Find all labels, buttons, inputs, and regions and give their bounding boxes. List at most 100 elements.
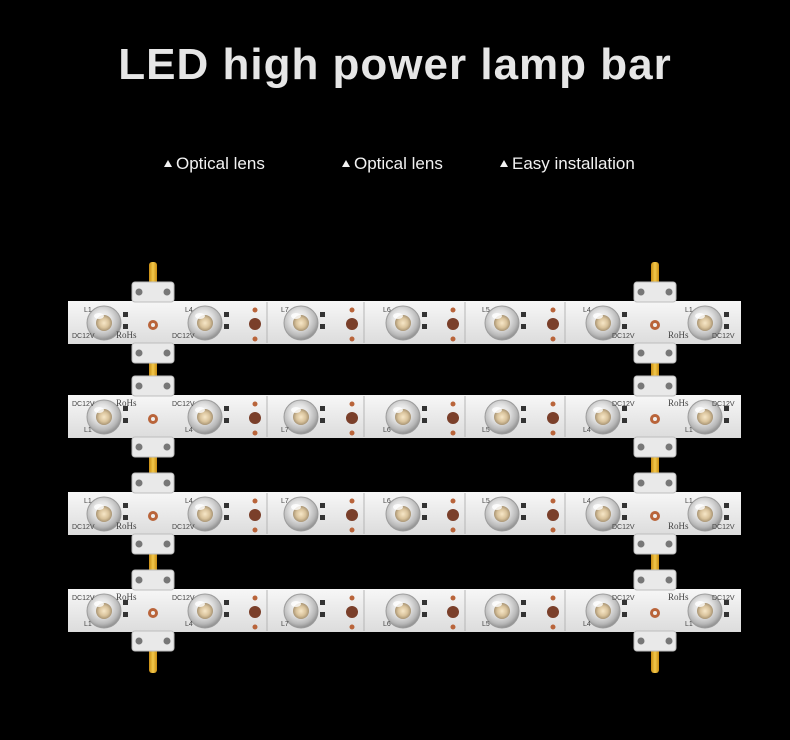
screw-icon	[135, 637, 143, 645]
resistor	[622, 503, 627, 508]
copper-dot	[349, 595, 355, 601]
copper-dot	[450, 498, 456, 504]
voltage-label: DC12V	[612, 524, 635, 531]
copper-pad	[447, 318, 459, 330]
lens-highlight	[593, 407, 603, 413]
resistor	[422, 503, 427, 508]
connector-clip	[131, 342, 175, 364]
copper-dot	[252, 336, 258, 342]
connector-clip	[633, 630, 677, 652]
led-core	[395, 603, 411, 619]
led-label: L5	[482, 427, 490, 434]
feature-label: Easy installation	[512, 154, 635, 173]
voltage-label: DC12V	[72, 524, 95, 531]
voltage-label: DC12V	[612, 595, 635, 602]
resistor	[224, 324, 229, 329]
connector-clip	[633, 436, 677, 458]
led-label: L1	[685, 498, 693, 505]
resistor	[320, 612, 325, 617]
connector-clip	[131, 436, 175, 458]
resistor	[422, 324, 427, 329]
copper-dot	[450, 336, 456, 342]
voltage-label: DC12V	[172, 333, 195, 340]
lens-highlight	[695, 504, 705, 510]
resistor	[422, 406, 427, 411]
screw-icon	[163, 382, 171, 390]
copper-dot	[252, 430, 258, 436]
led-label: L4	[583, 621, 591, 628]
feature-label: Optical lens	[176, 154, 265, 173]
screw-icon	[163, 288, 171, 296]
screw-icon	[665, 637, 673, 645]
resistor	[320, 406, 325, 411]
screw-icon	[163, 349, 171, 357]
led-label: L7	[281, 427, 289, 434]
screw-icon	[665, 288, 673, 296]
lens-highlight	[393, 601, 403, 607]
copper-dot	[550, 336, 556, 342]
led-label: L4	[185, 498, 193, 505]
copper-dot	[252, 595, 258, 601]
lens-highlight	[195, 407, 205, 413]
screw-icon	[637, 479, 645, 487]
resistor	[724, 324, 729, 329]
screw-icon	[665, 382, 673, 390]
lens-highlight	[393, 504, 403, 510]
lens-highlight	[94, 601, 104, 607]
led-core	[293, 315, 309, 331]
resistor	[724, 503, 729, 508]
lens-highlight	[695, 313, 705, 319]
rohs-label: RoHs	[116, 521, 137, 531]
screw-icon	[163, 576, 171, 584]
resistor	[422, 612, 427, 617]
led-label: L5	[482, 307, 490, 314]
copper-dot	[252, 401, 258, 407]
screw-icon	[135, 479, 143, 487]
copper-pad	[249, 318, 261, 330]
resistor	[320, 324, 325, 329]
led-core	[293, 603, 309, 619]
resistor	[224, 418, 229, 423]
resistor	[224, 312, 229, 317]
copper-pad	[346, 412, 358, 424]
copper-dot	[550, 430, 556, 436]
led-core	[595, 315, 611, 331]
resistor	[123, 612, 128, 617]
led-label: L5	[482, 621, 490, 628]
led-core	[595, 506, 611, 522]
led-label: L7	[281, 498, 289, 505]
screw-icon	[637, 288, 645, 296]
led-core	[96, 315, 112, 331]
solder-pad-hole	[653, 323, 657, 327]
resistor	[123, 503, 128, 508]
led-label: L6	[383, 307, 391, 314]
copper-pad	[249, 412, 261, 424]
copper-pad	[447, 412, 459, 424]
led-label: L4	[185, 427, 193, 434]
voltage-label: DC12V	[712, 401, 735, 408]
copper-pad	[547, 412, 559, 424]
screw-icon	[665, 349, 673, 357]
screw-icon	[135, 382, 143, 390]
connector-clip	[131, 569, 175, 591]
voltage-label: DC12V	[712, 595, 735, 602]
lens-highlight	[94, 313, 104, 319]
led-core	[494, 315, 510, 331]
led-label: L5	[482, 498, 490, 505]
copper-dot	[349, 498, 355, 504]
connector-clip	[633, 472, 677, 494]
screw-icon	[637, 576, 645, 584]
led-label: L6	[383, 427, 391, 434]
resistor	[320, 600, 325, 605]
copper-dot	[550, 527, 556, 533]
lens-highlight	[593, 313, 603, 319]
rohs-label: RoHs	[668, 592, 689, 602]
copper-dot	[550, 401, 556, 407]
rohs-label: RoHs	[116, 398, 137, 408]
rohs-label: RoHs	[116, 592, 137, 602]
copper-dot	[252, 498, 258, 504]
lens-highlight	[94, 407, 104, 413]
led-core	[494, 409, 510, 425]
